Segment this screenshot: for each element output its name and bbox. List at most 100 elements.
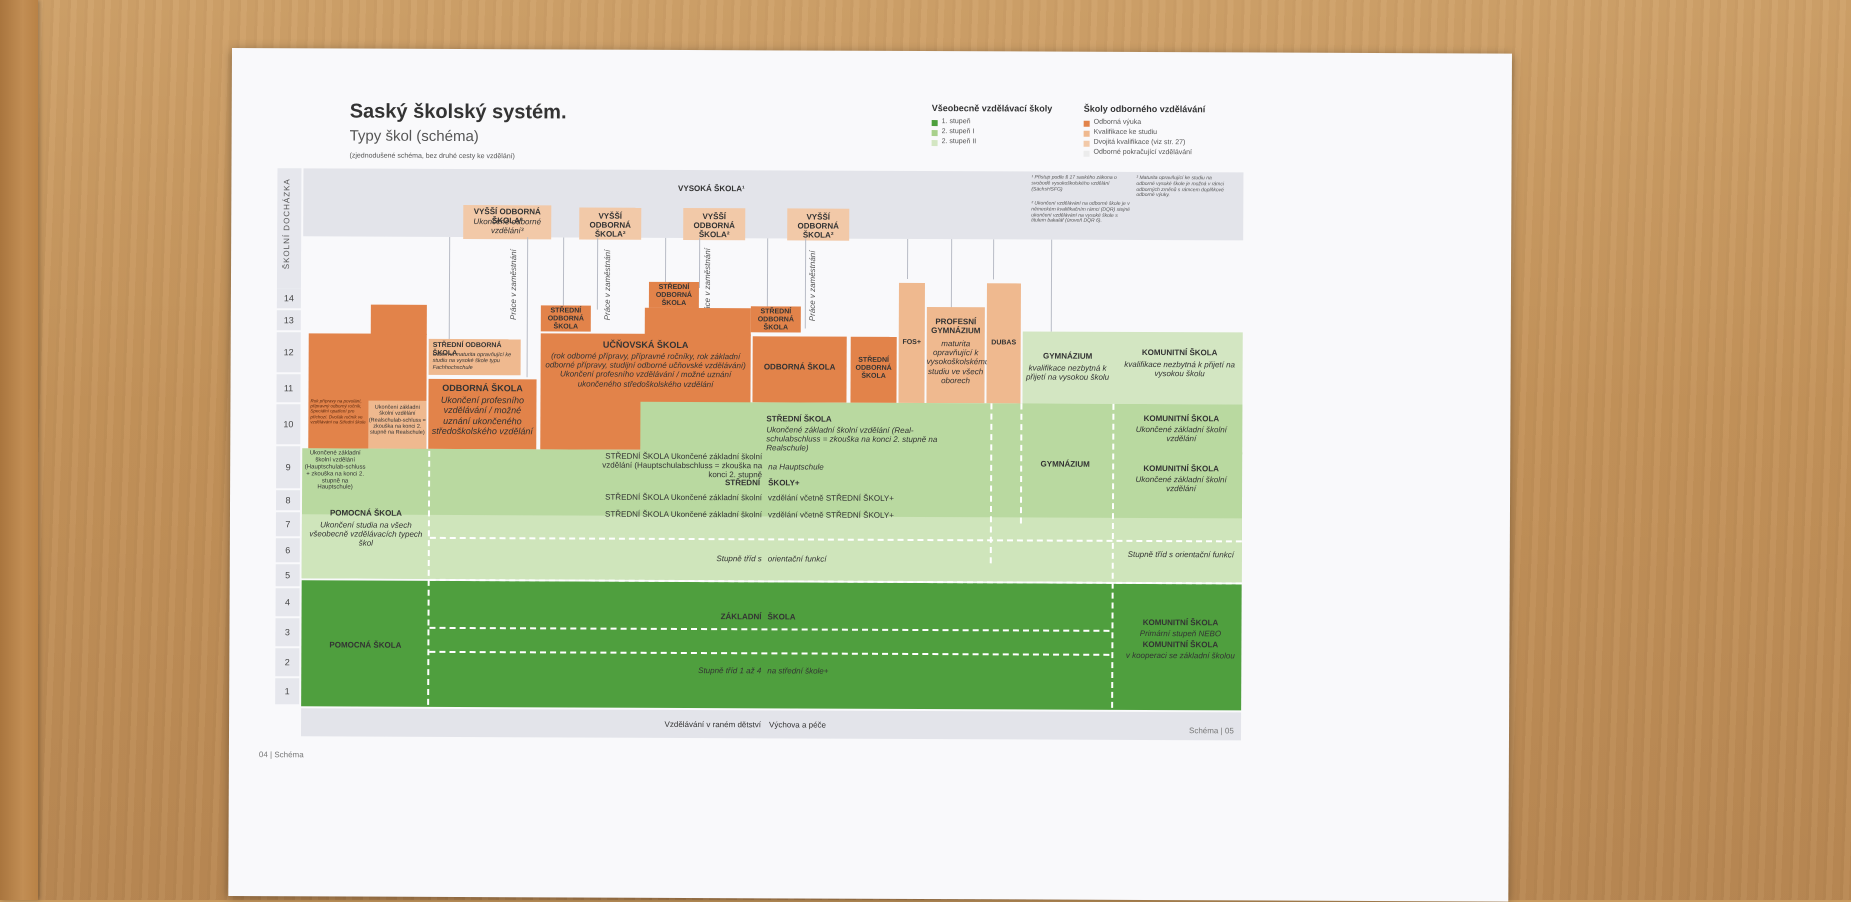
- ss4-right: vzdělání včetně STŘEDNÍ ŠKOLY+: [767, 510, 894, 520]
- footnote-3: ³ Maturita opravňující ke studiu na odbo…: [1136, 174, 1224, 199]
- year-label: 3: [275, 618, 300, 647]
- ucnovska-title: UČŇOVSKÁ ŠKOLA: [602, 339, 689, 350]
- legend-swatch: [931, 120, 938, 127]
- vos-title-3: VYŠŠÍ ODBORNÁ ŠKOLA²: [693, 212, 735, 240]
- pomocna-title: POMOCNÁ ŠKOLA: [329, 508, 402, 518]
- legend-item: 1. stupeň: [941, 118, 971, 126]
- legend-vocational-heading: Školy odborného vzdělávání: [1083, 103, 1206, 115]
- kom-upper-text: kvalifikace nezbytná k přijetí na vysoko…: [1124, 359, 1236, 379]
- stupne-right: orientační funkcí: [767, 554, 827, 564]
- side-label: ŠKOLNÍ DOCHÁZKA: [282, 178, 292, 270]
- ss1-text: Ukončené základní školní vzdělání (Real-…: [766, 425, 938, 453]
- sos-small-1: STŘEDNÍ ODBORNÁ ŠKOLA: [547, 307, 584, 331]
- year-label: 5: [275, 564, 300, 587]
- legend-swatch: [931, 130, 938, 137]
- left-ukonceni-text: Ukončení základní školní vzdělání (Reals…: [368, 404, 426, 437]
- bottom-right: Výchova a péče: [769, 720, 827, 730]
- vysoka-skola-label: VYSOKÁ ŠKOLA¹: [678, 183, 745, 194]
- odborna-title: ODBORNÁ ŠKOLA: [442, 382, 523, 394]
- pomocna-text: Ukončení studia na všech všeobecně vzděl…: [309, 520, 423, 548]
- gym-upper-text: kvalifikace nezbytná k přijetí na vysoko…: [1025, 363, 1110, 383]
- year-label: 11: [276, 374, 301, 403]
- prace-label-1: Práce v zaměstnání: [508, 249, 519, 320]
- ss2-left: STŘEDNÍ ŠKOLA Ukončené základní školní v…: [602, 451, 763, 480]
- left-small-text: Rok přípravy na povolání, přípravný odbo…: [310, 398, 366, 425]
- vos-text-1: Ukončené odborné vzdělání³: [473, 217, 542, 236]
- footnote-2: ² Ukončení vzdělávání na odborné škole j…: [1031, 200, 1130, 225]
- legend-item: Odborné pokračující vzdělávání: [1093, 148, 1193, 157]
- year-label: 7: [275, 512, 300, 537]
- connector-line: [906, 238, 909, 279]
- odborna-text: Ukončení profesního vzdělávání / možné u…: [431, 394, 533, 437]
- year-label: 14: [276, 288, 301, 309]
- fos-title: FOS+: [902, 338, 921, 347]
- stupne-left: Stupně tříd s: [716, 554, 762, 564]
- footer-right: Schéma | 05: [1189, 726, 1234, 736]
- year-label: 8: [275, 490, 301, 511]
- legend-item: Kvalifikace ke studiu: [1093, 128, 1158, 137]
- legend-swatch: [931, 140, 938, 147]
- odborna2-title: ODBORNÁ ŠKOLA: [763, 362, 836, 372]
- legend-item: Odborná výuka: [1093, 118, 1142, 126]
- footer-left: 04 | Schéma: [258, 750, 304, 760]
- prof-gym-text: maturita opravňující k vysokoškolskému s…: [926, 339, 990, 385]
- stredni-plus-left: STŘEDNÍ: [724, 478, 761, 488]
- year-label: 4: [275, 588, 300, 617]
- sos-small-3: STŘEDNÍ ODBORNÁ ŠKOLA: [757, 308, 794, 332]
- ss4-left: STŘEDNÍ ŠKOLA Ukončené základní školní: [604, 509, 762, 520]
- connector-line: [1050, 239, 1053, 332]
- legend-swatch: [1083, 150, 1090, 157]
- gym-upper-title: GYMNÁZIUM: [1042, 351, 1093, 361]
- sos-left-text: Odborná maturita opravňující ke studiu n…: [432, 351, 512, 371]
- prace-label-4: Práce v zaměstnání: [807, 250, 818, 322]
- table-edge: [0, 0, 38, 900]
- stupne-kom: Stupně tříd s orientační funkcí: [1127, 549, 1234, 560]
- year-label: 13: [276, 310, 301, 331]
- kom-prim-text2: v kooperaci se základní školou: [1125, 650, 1235, 661]
- connector-line: [992, 239, 995, 280]
- sos-small-2: STŘEDNÍ ODBORNÁ ŠKOLA: [655, 283, 693, 308]
- year-label: 1: [275, 678, 300, 705]
- year-label: 6: [275, 538, 300, 563]
- kom-prim-text: Primární stupeň NEBO: [1139, 628, 1222, 639]
- stredni-plus-right: ŠKOLY+: [768, 478, 800, 488]
- kom9-title: KOMUNITNÍ ŠKOLA: [1143, 463, 1219, 474]
- connector-line: [526, 237, 529, 378]
- legend-swatch: [1083, 120, 1090, 127]
- paper-sheet: Saský školský systém. Typy škol (schéma)…: [228, 48, 1512, 902]
- connector-line: [596, 237, 599, 310]
- year-label: 2: [275, 648, 300, 677]
- page-note: (zjednodušené schéma, bez druhé cesty ke…: [349, 152, 515, 161]
- year-label: 10: [276, 404, 301, 445]
- kom10-title: KOMUNITNÍ ŠKOLA: [1143, 413, 1220, 424]
- ss3-left: STŘEDNÍ ŠKOLA Ukončené základní školní: [605, 492, 763, 503]
- orange-left-top: [370, 304, 427, 335]
- kom-prim-title: KOMUNITNÍ ŠKOLA: [1142, 617, 1219, 628]
- legend-item: 2. stupeň I: [941, 128, 975, 136]
- pomocna2-title: POMOCNÁ ŠKOLA: [329, 640, 402, 650]
- vos-title-4: VYŠŠÍ ODBORNÁ ŠKOLA²: [797, 212, 839, 241]
- prace-label-2: Práce v zaměstnání: [602, 249, 613, 321]
- ss1-title: STŘEDNÍ ŠKOLA: [766, 414, 832, 424]
- green-primary-block: [301, 580, 1242, 711]
- left-ukonceni2-text: Ukončené základní školní vzdělání (Haupt…: [304, 450, 366, 491]
- kom-prim-title2: KOMUNITNÍ ŠKOLA: [1142, 639, 1219, 650]
- ucnovska-box-top: [644, 307, 751, 337]
- legend-item: Dvojitá kvalifikace (viz str. 27): [1093, 138, 1186, 147]
- legend-general-heading: Všeobecně vzdělávací školy: [931, 103, 1053, 114]
- year-label: 12: [276, 332, 301, 373]
- legend-swatch: [1083, 140, 1090, 147]
- ss2-right: na Hauptschule: [768, 462, 824, 472]
- zakladni-right: ŠKOLA: [767, 612, 796, 622]
- kom-upper-title: KOMUNITNÍ ŠKOLA: [1141, 347, 1218, 358]
- prof-gym-title: PROFESNÍ GYMNÁZIUM: [931, 317, 981, 336]
- legend-item: 2. stupeň II: [941, 138, 977, 146]
- ucnovska-text: (rok odborné přípravy, přípravné ročníky…: [545, 351, 746, 389]
- year-label: 9: [276, 446, 301, 489]
- ss3-right: vzdělání včetně STŘEDNÍ ŠKOLY+: [768, 493, 894, 503]
- legend-swatch: [1083, 130, 1090, 137]
- stupne14-right: na střední škole+: [767, 666, 829, 676]
- sos-right-title: STŘEDNÍ ODBORNÁ ŠKOLA: [855, 356, 892, 380]
- gym9-title: GYMNÁZIUM: [1040, 459, 1090, 469]
- connector-line: [698, 238, 701, 289]
